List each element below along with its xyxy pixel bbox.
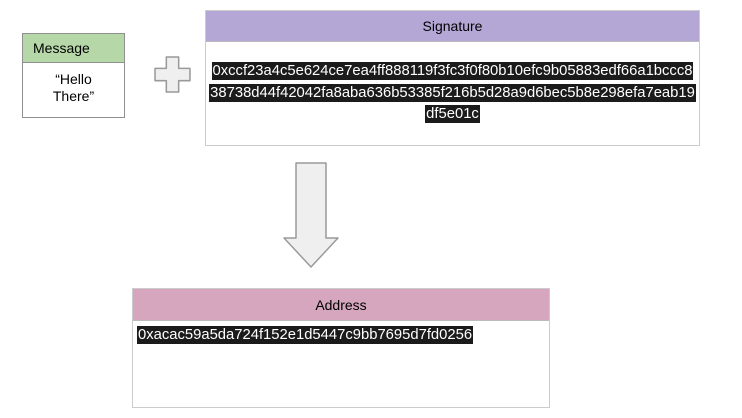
plus-icon: [154, 56, 191, 93]
down-arrow-icon: [283, 162, 339, 268]
message-box-body: “Hello There”: [23, 63, 124, 105]
signature-hex-line: 38738d44f42042fa8aba636b53385f216b5d28a9…: [209, 83, 696, 102]
signature-hex-line: 0xccf23a4c5e624ce7ea4ff888119f3fc3f0f80b…: [211, 62, 694, 80]
message-text-line: There”: [52, 88, 95, 104]
signature-box-title: Signature: [206, 11, 699, 42]
address-hex-value: 0xacac59a5da724f152e1d5447c9bb7695d7fd02…: [137, 326, 474, 344]
message-text-line: “Hello: [55, 71, 92, 87]
message-box: Message “Hello There”: [22, 33, 125, 118]
signature-box-body: 0xccf23a4c5e624ce7ea4ff888119f3fc3f0f80b…: [206, 42, 699, 126]
signature-box: Signature 0xccf23a4c5e624ce7ea4ff888119f…: [205, 10, 700, 146]
address-box: Address 0xacac59a5da724f152e1d5447c9bb76…: [132, 288, 550, 408]
signature-hex-line: df5e01c: [425, 105, 480, 123]
address-box-body: 0xacac59a5da724f152e1d5447c9bb7695d7fd02…: [133, 321, 549, 346]
message-box-title: Message: [23, 34, 124, 63]
address-box-title: Address: [133, 289, 549, 321]
